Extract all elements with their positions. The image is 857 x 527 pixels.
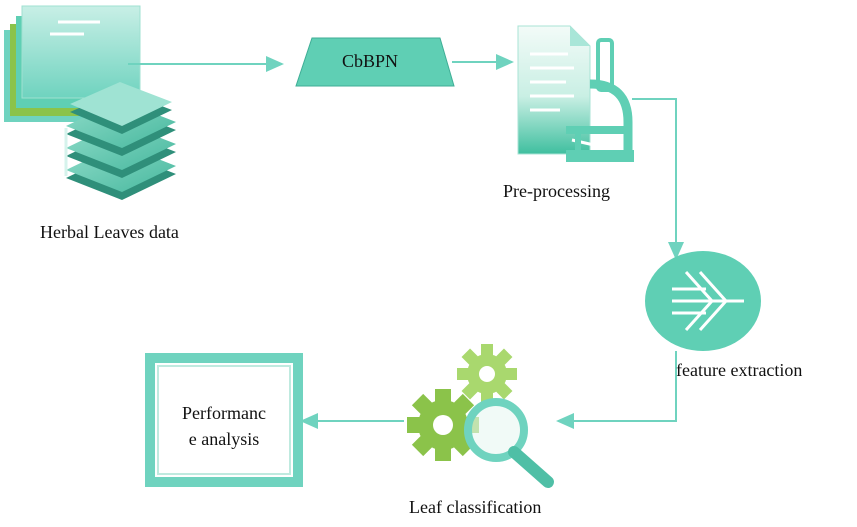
preprocessing-label: Pre-processing (503, 181, 610, 201)
performance-label-line2: e analysis (188, 429, 260, 449)
feature-extraction-label: feature extraction (676, 360, 803, 380)
arrow-feature-to-classification (556, 351, 677, 429)
performance-box (145, 353, 303, 487)
gears-magnifier-icon (407, 344, 554, 488)
leaf-classification-label: Leaf classification (409, 497, 542, 517)
herbal-leaves-label: Herbal Leaves data (40, 222, 179, 242)
performance-analysis-label: Performanc e analysis (160, 400, 288, 452)
merge-arrows-icon (645, 251, 761, 351)
document-stack-icon (4, 5, 176, 200)
arrow-preprocessing-to-feature (632, 98, 684, 260)
cbbpn-shape (295, 37, 455, 87)
performance-label-line1: Performanc (182, 403, 266, 423)
book-stack-icon (64, 82, 176, 200)
cbbpn-label: CbBPN (342, 51, 399, 71)
microscope-document-icon (517, 25, 634, 162)
